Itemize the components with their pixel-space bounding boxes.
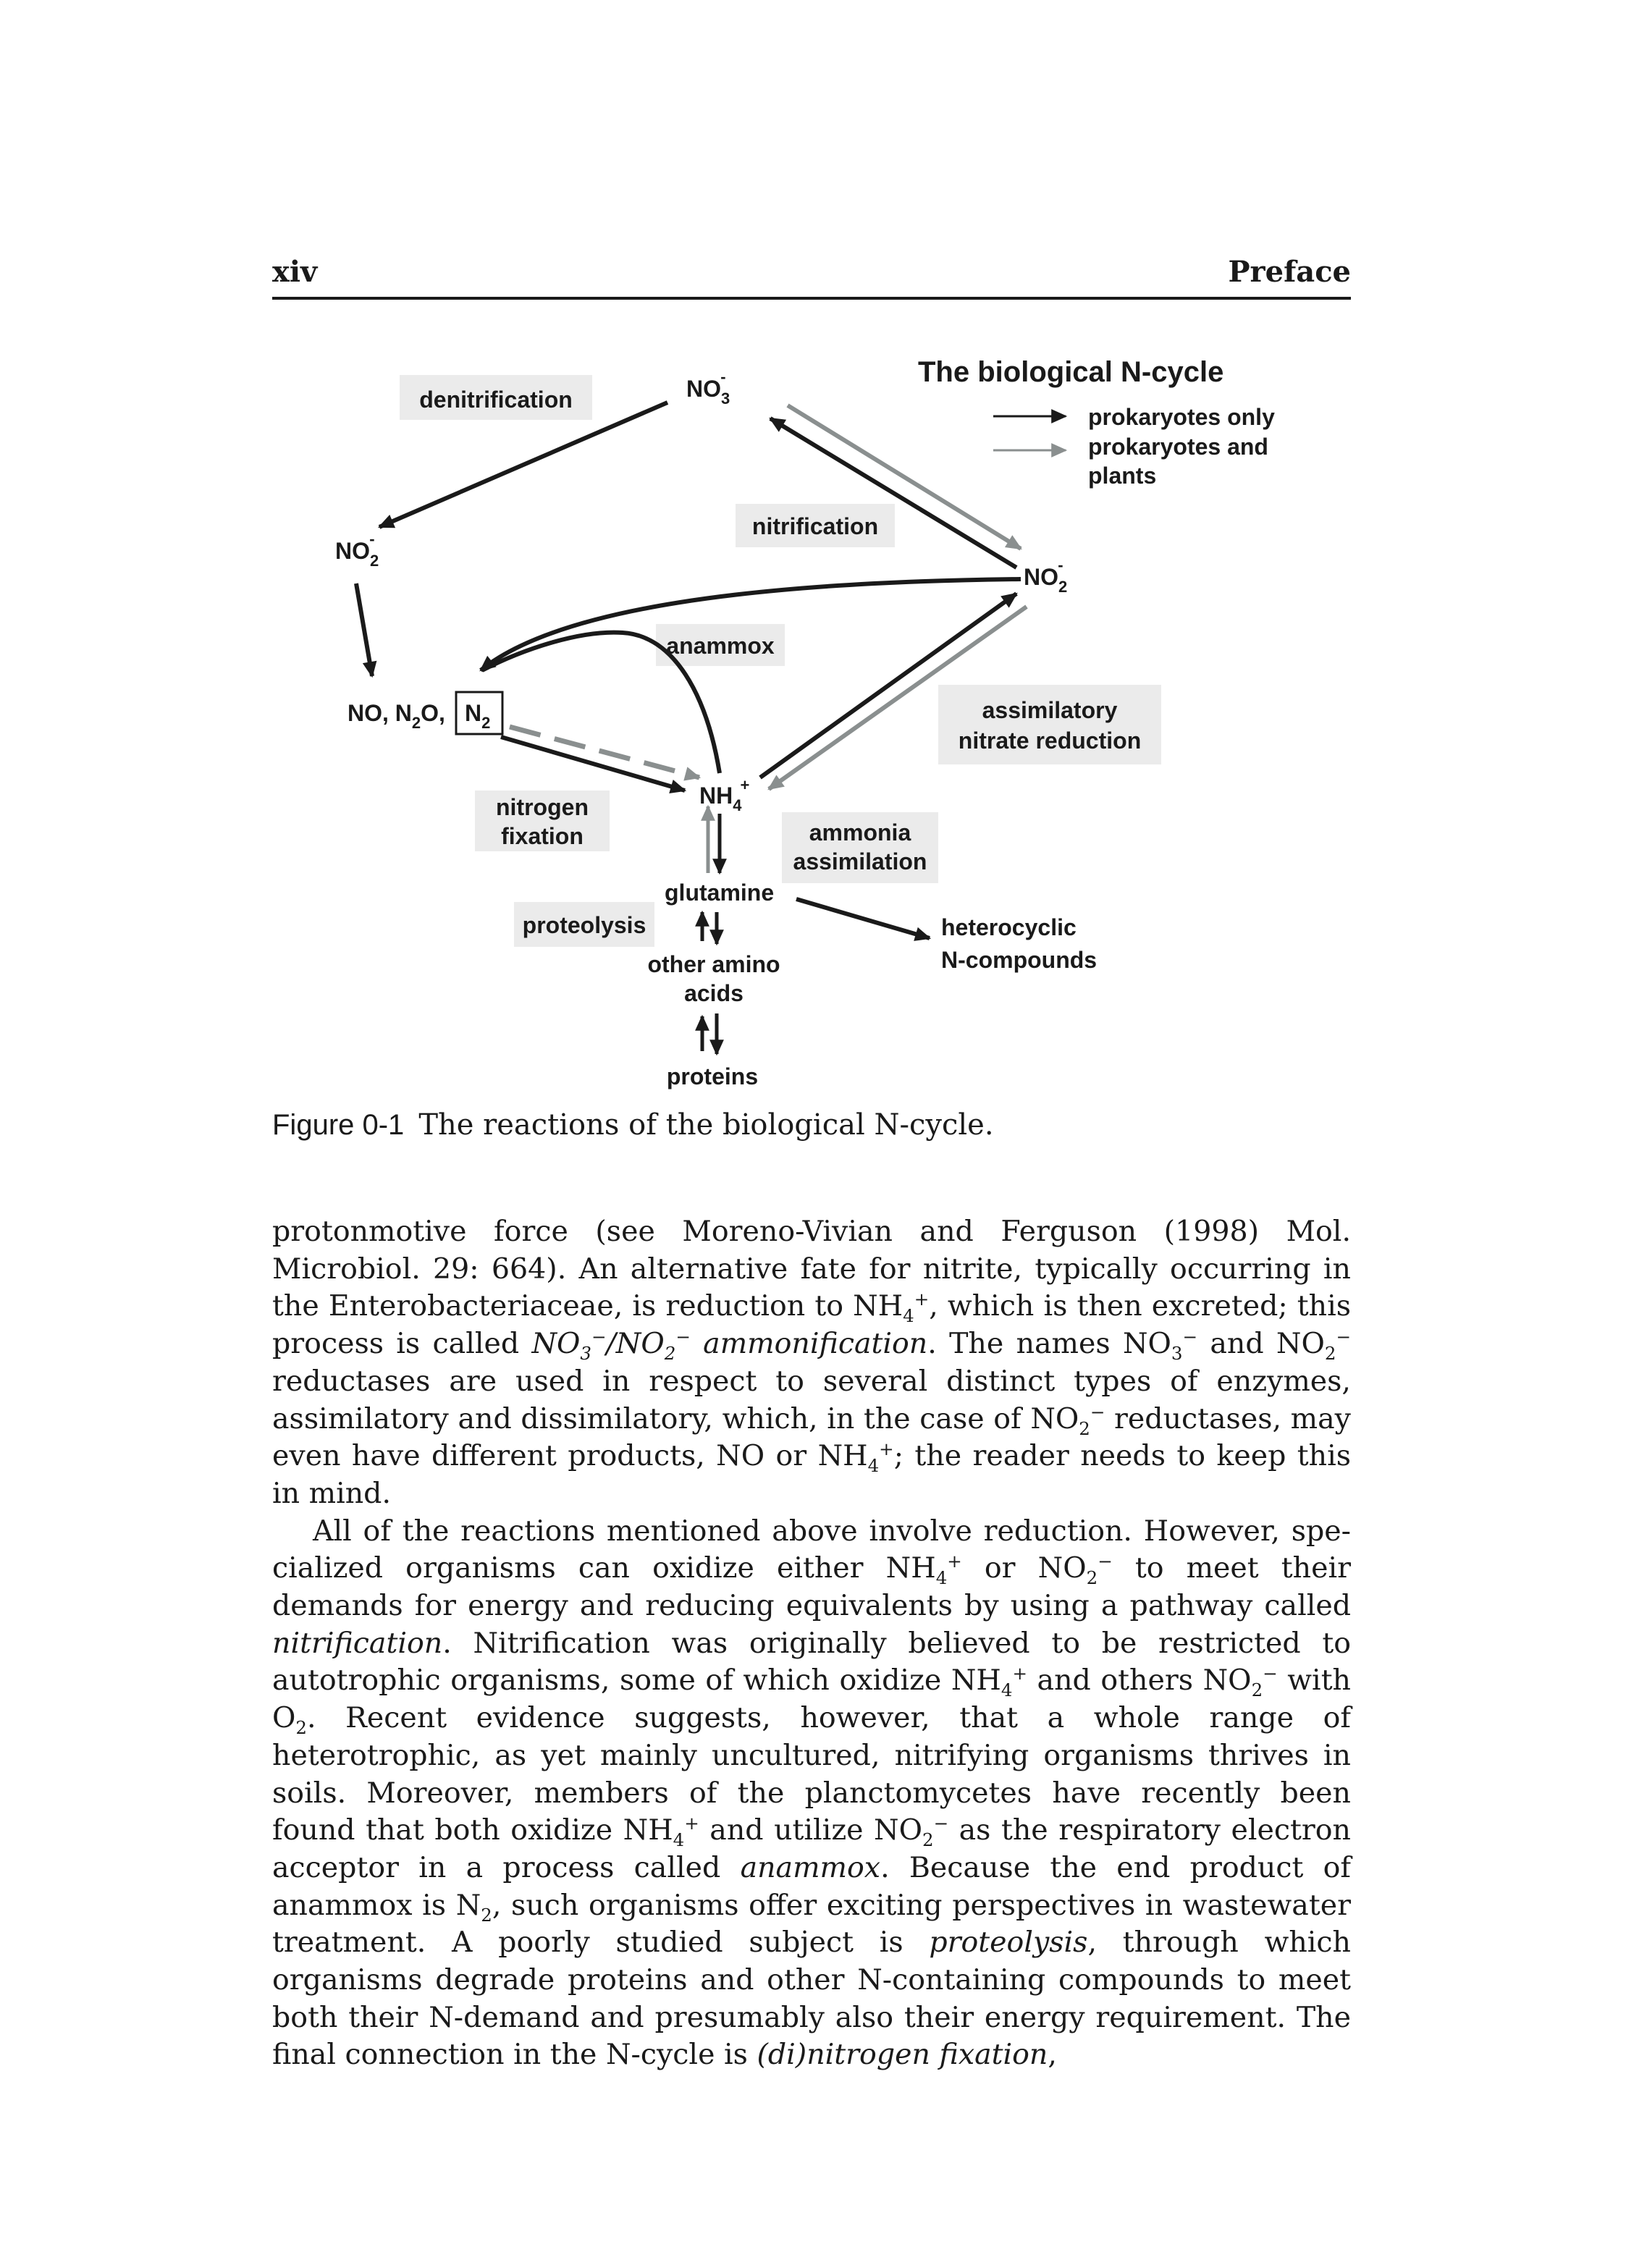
svg-text:denitrification: denitrification xyxy=(419,387,573,413)
arrow-nitrification-no2-to-no3 xyxy=(769,416,1018,570)
svg-text:nitrate reduction: nitrate reduction xyxy=(959,728,1141,754)
label-proteolysis: proteolysis xyxy=(514,902,654,947)
node-heterocyclic-line2: N-compounds xyxy=(941,947,1097,973)
node-proteins: proteins xyxy=(667,1063,758,1089)
svg-text:assimilatory: assimilatory xyxy=(982,697,1118,723)
arrow-assimilatory-no2-to-nh4 xyxy=(767,604,1028,791)
figure-caption-label: Figure 0-1 xyxy=(272,1109,405,1141)
arrow-denitrification-no3-to-no2 xyxy=(377,400,669,529)
legend-gray-label-line1: prokaryotes and xyxy=(1088,434,1268,460)
node-no3: NO3- xyxy=(686,368,730,408)
paragraph-1: protonmotive force (see Moreno-Vivian an… xyxy=(272,1215,1351,1510)
label-denitrification: denitrification xyxy=(400,375,592,420)
label-ammonia-assimilation: ammonia assimilation xyxy=(782,812,938,883)
node-glutamine: glutamine xyxy=(665,880,774,906)
label-assimilatory-nitrate-reduction: assimilatory nitrate reduction xyxy=(938,685,1161,764)
legend-black-label: prokaryotes only xyxy=(1088,404,1275,430)
node-n2-box xyxy=(455,691,504,735)
svg-text:anammox: anammox xyxy=(666,633,775,659)
arrow-anammox-nh4-to-n2 xyxy=(481,630,722,774)
svg-text:ammonia: ammonia xyxy=(809,819,911,846)
node-nh4: NH4+ xyxy=(699,776,749,814)
node-no2-right: NO2- xyxy=(1024,556,1067,596)
body-text: protonmotive force (see Moreno-Vivian an… xyxy=(272,1213,1351,2074)
arrow-nitrification-nh4-to-no2 xyxy=(759,591,1018,780)
arrow-nitrogen-fixation-solid xyxy=(500,735,687,793)
node-heterocyclic-line1: heterocyclic xyxy=(941,914,1077,940)
arrow-glutamine-to-heterocyclic xyxy=(796,897,932,941)
figure-caption-text: The reactions of the biological N-cycle. xyxy=(418,1108,994,1142)
svg-text:proteolysis: proteolysis xyxy=(523,912,646,938)
header-rule xyxy=(272,297,1351,300)
n-cycle-diagram: The biological N-cycle prokaryotes only … xyxy=(335,356,1275,1089)
section-title: Preface xyxy=(1228,255,1351,289)
arrow-no2-to-no-n2o xyxy=(354,583,377,678)
label-nitrification: nitrification xyxy=(736,504,895,547)
svg-text:nitrogen: nitrogen xyxy=(496,794,589,820)
arrow-nitrogen-fixation-dashed xyxy=(509,724,702,781)
node-other-amino-acids-line2: acids xyxy=(684,980,744,1006)
svg-text:nitrification: nitrification xyxy=(752,513,878,539)
svg-text:assimilation: assimilation xyxy=(793,848,927,874)
legend-gray-label-line2: plants xyxy=(1088,463,1156,489)
figure-title: The biological N-cycle xyxy=(918,356,1223,388)
node-no-n2o: NO, N2O, xyxy=(347,700,445,732)
node-no2-left: NO2- xyxy=(335,530,379,570)
arrow-anammox-no2-to-n2 xyxy=(479,577,1021,673)
arrow-assimilatory-no3-to-no2 xyxy=(786,403,1022,551)
label-anammox: anammox xyxy=(656,624,785,666)
node-other-amino-acids-line1: other amino xyxy=(647,951,780,977)
label-nitrogen-fixation: nitrogen fixation xyxy=(475,791,610,851)
svg-text:fixation: fixation xyxy=(501,823,584,849)
node-n2: N2 xyxy=(465,700,490,732)
running-head: xiv Preface xyxy=(272,255,1351,298)
paragraph-2: All of the reactions mentioned above inv… xyxy=(272,1514,1352,2072)
page-number: xiv xyxy=(272,255,318,289)
figure-caption: Figure 0-1 The reactions of the biologic… xyxy=(272,1108,994,1142)
